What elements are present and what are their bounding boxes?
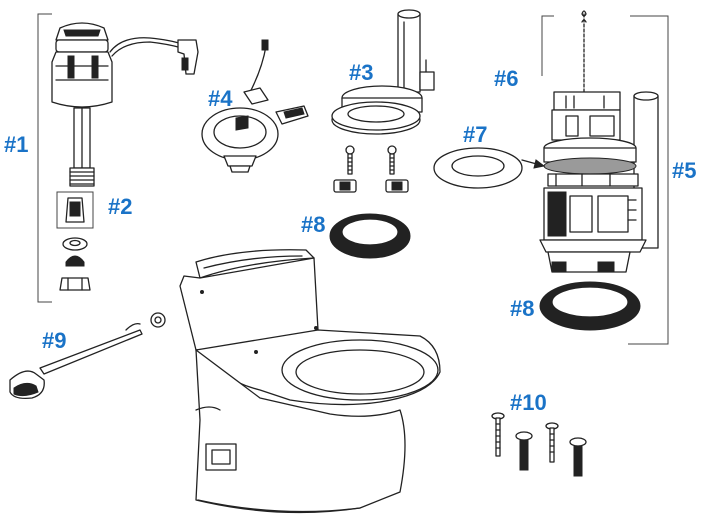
- fill-valve-washers-part: [56, 191, 94, 291]
- flush-valve-gasket-part: [433, 147, 523, 189]
- bracket-part-6: [541, 15, 554, 76]
- label-part-8-left: #8: [301, 212, 325, 237]
- bracket-part-5: [628, 15, 669, 345]
- one-piece-toilet: [179, 249, 441, 514]
- label-part-6: #6: [494, 66, 518, 91]
- label-part-2: #2: [108, 194, 132, 219]
- tank-to-bowl-gasket-left-part: [329, 213, 411, 259]
- bolt-kit-part: [491, 412, 587, 477]
- label-part-3: #3: [349, 60, 373, 85]
- flush-valve-part: [331, 9, 435, 193]
- tank-to-bowl-gasket-right-part: [539, 281, 641, 331]
- flapper-part: [201, 39, 309, 173]
- fill-valve-part: [51, 22, 199, 187]
- flush-valve-assembly-part: [521, 10, 659, 273]
- label-part-10: #10: [510, 390, 547, 415]
- label-part-8-right: #8: [510, 296, 534, 321]
- label-part-7: #7: [463, 122, 487, 147]
- label-part-5: #5: [672, 158, 696, 183]
- label-part-4: #4: [208, 86, 233, 111]
- label-part-1: #1: [4, 132, 28, 157]
- trip-lever-part: [9, 312, 166, 400]
- bracket-part-1: [37, 13, 52, 303]
- label-part-9: #9: [42, 328, 66, 353]
